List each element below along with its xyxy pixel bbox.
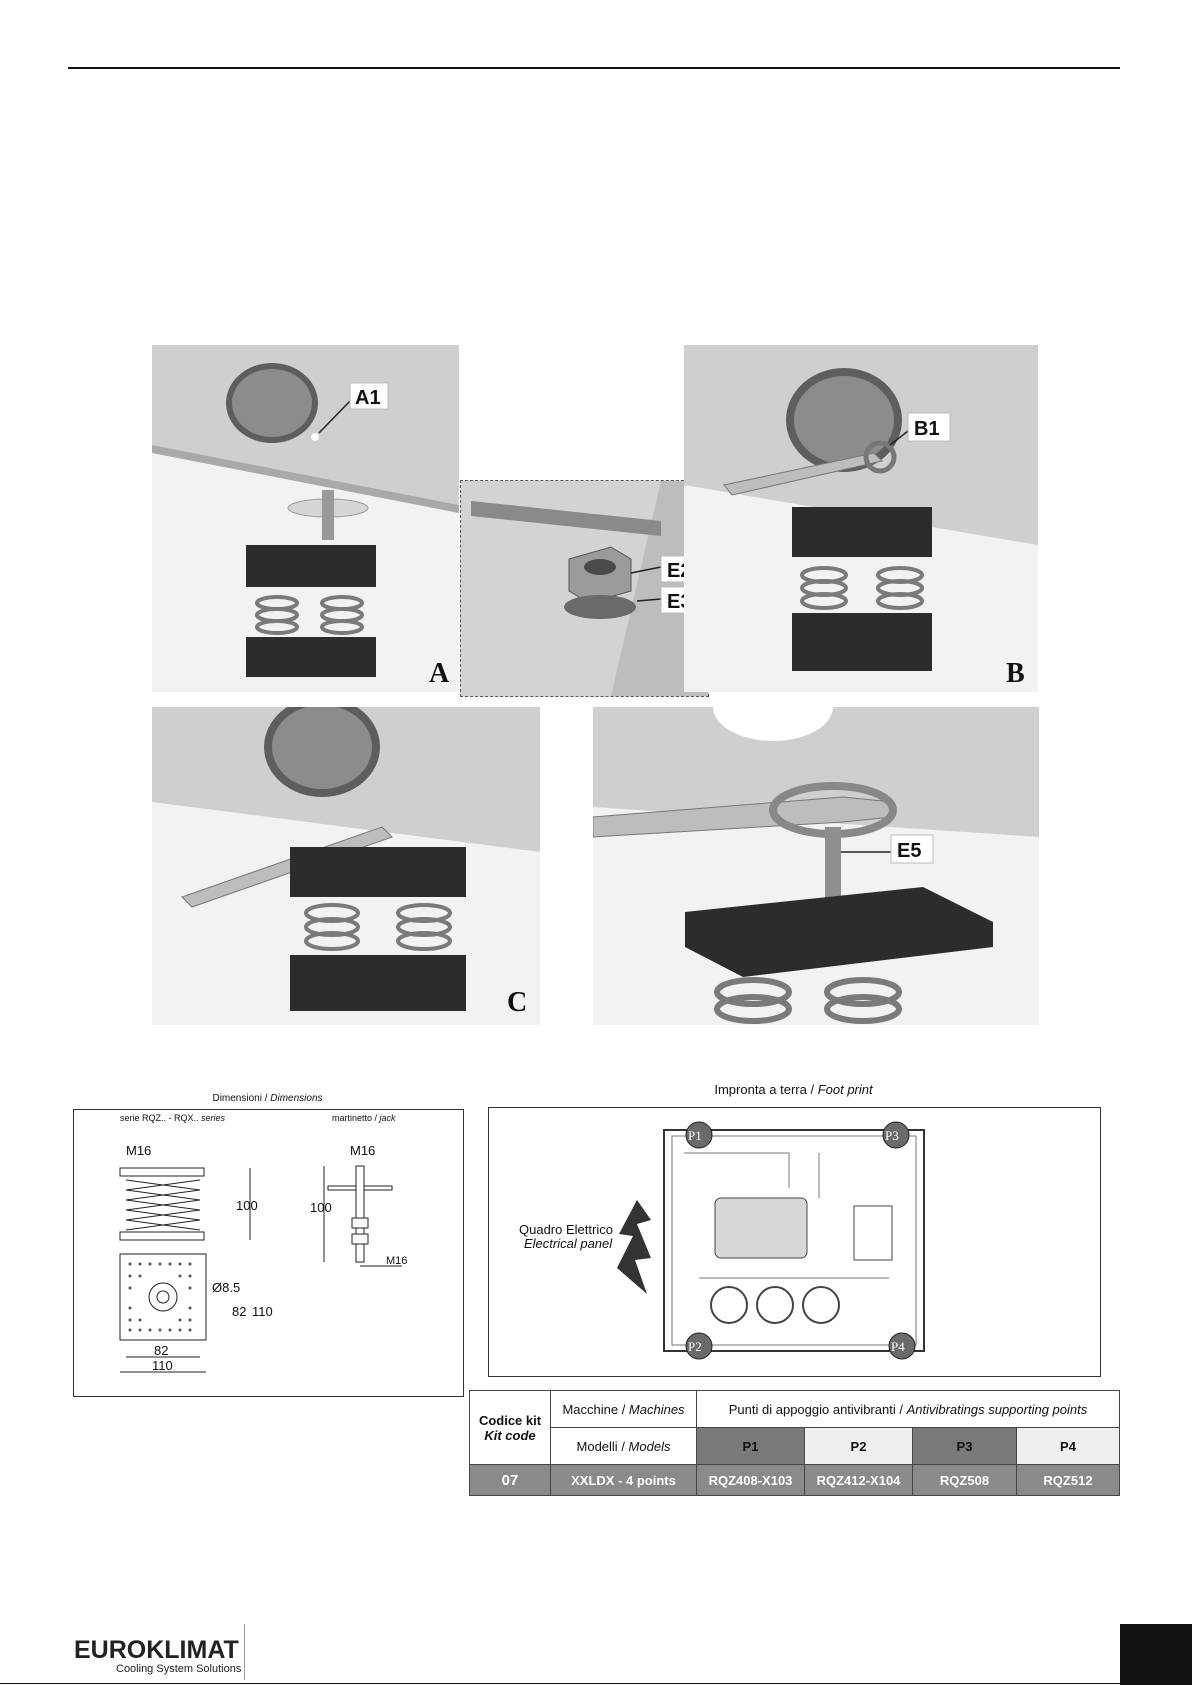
machines-header: Macchine / Machines (550, 1390, 697, 1428)
machines-label: Macchine (562, 1401, 619, 1417)
side-outer-v-label: 110 (252, 1304, 273, 1319)
photo-c: C (152, 707, 540, 1025)
models-label: Modelli (576, 1438, 618, 1454)
col-p3: P3 (912, 1427, 1017, 1465)
dimensions-svg: serie RQZ.. - RQX.. series martinetto / … (119, 1113, 407, 1373)
row-model: XXLDX - 4 points (550, 1464, 697, 1496)
photo-d: E5 (593, 707, 1039, 1025)
footprint-drawing: P1 P3 P2 P4 Quadro Elettrico Electrical … (488, 1107, 1101, 1377)
row-code: 07 (469, 1464, 551, 1496)
photo-detail: E2 E3 (460, 480, 709, 697)
jack-height-label: 100 (310, 1200, 332, 1215)
brand-tagline: Cooling System Solutions (116, 1663, 242, 1675)
support-p2: P2 (685, 1332, 713, 1360)
row-p2: RQZ412-X104 (804, 1464, 913, 1496)
footer-rule (0, 1683, 1120, 1684)
point-p3-label: P3 (885, 1128, 899, 1143)
kit-code-label: Codice kit (478, 1412, 542, 1428)
thread-top-label: M16 (126, 1143, 151, 1158)
photo-d-illustration: E5 (593, 707, 1039, 1025)
points-header: Punti di appoggio antivibranti / Antivib… (696, 1390, 1120, 1428)
photo-b-illustration: B1 (684, 345, 1038, 692)
side-inner-h-label: 82 (154, 1343, 168, 1358)
kit-table: Codice kit Kit code Macchine / Machines … (469, 1390, 1120, 1496)
jack-thread-top-label: M16 (350, 1143, 375, 1158)
photo-detail-illustration: E2 E3 (461, 481, 708, 696)
models-header: Modelli / Models (550, 1427, 697, 1465)
header-rule (68, 67, 1120, 69)
point-p1-label: P1 (688, 1128, 702, 1143)
brand-logo: EUROKLIMAT Cooling System Solutions (74, 1636, 241, 1675)
photo-a: A1 A (152, 345, 459, 692)
row-p3: RQZ508 (912, 1464, 1017, 1496)
photo-c-illustration (152, 707, 540, 1025)
table-row: 07 XXLDX - 4 points RQZ408-X103 RQZ412-X… (469, 1464, 1120, 1496)
machines-label-en: Machines (628, 1401, 685, 1417)
row-p1: RQZ408-X103 (696, 1464, 805, 1496)
photo-label-b: B (1006, 658, 1025, 689)
points-label: Punti di appoggio antivibranti (728, 1401, 896, 1417)
side-outer-h-label: 110 (152, 1358, 173, 1373)
point-p4-label: P4 (891, 1339, 905, 1354)
series-label: serie RQZ.. - RQX.. series (120, 1113, 226, 1123)
dimensions-title-it: Dimensioni (212, 1093, 262, 1104)
jack-thread-bottom-label: M16 (386, 1255, 407, 1267)
callout-a1: A1 (355, 387, 381, 409)
dimensions-title: Dimensioni / Dimensions (212, 1093, 323, 1104)
jack-label: martinetto / jack (332, 1113, 396, 1123)
footprint-svg: P1 P3 P2 P4 Quadro Elettrico Electrical … (519, 1121, 925, 1360)
lightning-icon (617, 1200, 651, 1294)
callout-e5: E5 (897, 840, 921, 862)
logo-separator (244, 1624, 245, 1680)
photo-b: B1 B (684, 345, 1038, 692)
callout-b1: B1 (914, 418, 940, 440)
kit-code-label-en: Kit code (484, 1427, 536, 1443)
kit-code-header: Codice kit Kit code (469, 1390, 551, 1465)
side-inner-v-label: 82 (232, 1304, 246, 1319)
footprint-title-it: Impronta a terra (714, 1082, 807, 1097)
footprint-title-en: Foot print (817, 1082, 873, 1097)
col-p1: P1 (696, 1427, 805, 1465)
brand-name: EUROKLIMAT (74, 1636, 239, 1664)
page-number-tab (1120, 1624, 1192, 1685)
col-p4: P4 (1016, 1427, 1120, 1465)
panel-label-en: Electrical panel (524, 1236, 613, 1251)
row-p4: RQZ512 (1016, 1464, 1120, 1496)
models-label-en: Models (628, 1438, 671, 1454)
dimensions-title-en: Dimensions (270, 1093, 323, 1104)
support-p3: P3 (882, 1121, 910, 1149)
points-label-en: Antivibratings supporting points (906, 1401, 1088, 1417)
footprint-title: Impronta a terra / Foot print (714, 1082, 873, 1097)
height-label: 100 (236, 1198, 258, 1213)
support-p1: P1 (685, 1121, 713, 1149)
dimensions-drawing: serie RQZ.. - RQX.. series martinetto / … (73, 1109, 464, 1397)
col-p2: P2 (804, 1427, 913, 1465)
photo-label-a: A (429, 658, 450, 689)
hole-dia-label: Ø8.5 (212, 1280, 240, 1295)
photo-label-c: C (507, 987, 528, 1018)
point-p2-label: P2 (688, 1339, 702, 1354)
support-p4: P4 (888, 1332, 916, 1360)
photo-a-illustration: A1 (152, 345, 459, 692)
panel-label: Quadro Elettrico (519, 1222, 613, 1237)
